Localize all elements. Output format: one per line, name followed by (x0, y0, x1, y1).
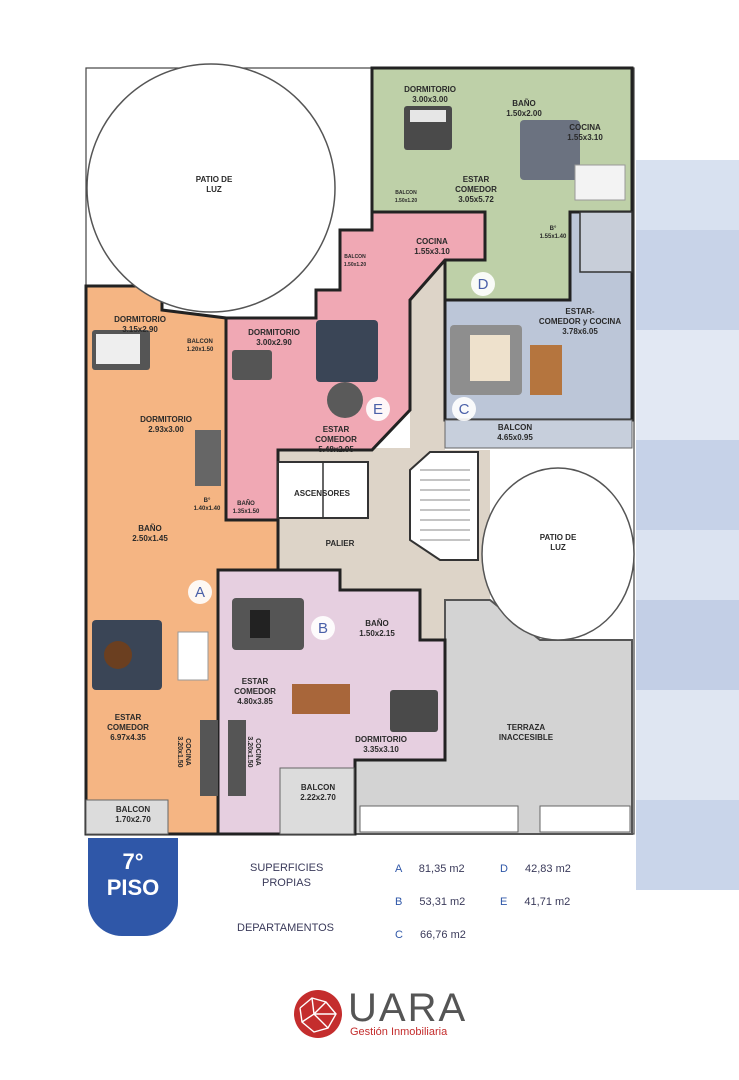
logo-subtitle: Gestión Inmobiliaria (350, 1026, 448, 1038)
floor-badge: 7° PISO (88, 838, 178, 936)
svg-text:B: B (318, 620, 328, 637)
unit-marker-c: C (452, 397, 476, 421)
svg-text:C: C (459, 401, 470, 418)
label-a-cocina: COCINA3.20x1.50 (176, 736, 191, 767)
unit-marker-b: B (311, 616, 335, 640)
legend-item-b: B 53,31 m2 (395, 896, 466, 908)
balcony-a-strip (85, 799, 169, 835)
label-ascensores: ASCENSORES (294, 489, 351, 498)
patio-circle-2 (481, 467, 635, 641)
svg-text:A: A (195, 584, 205, 601)
patio-circle-1 (86, 63, 336, 313)
floor-number: 7° (122, 849, 144, 874)
label-b-cocina: COCINA3.20x1.50 (246, 736, 261, 767)
logo-word: UARA (348, 986, 468, 1030)
floor-label: PISO (106, 875, 160, 900)
stairwell (409, 451, 479, 561)
uara-logo: UARA Gestión Inmobiliaria (292, 986, 465, 1042)
background-stripes (636, 0, 739, 1080)
legend-item-e: E 41,71 m2 (500, 896, 571, 908)
balcony-b-strip (279, 767, 355, 835)
furniture (92, 106, 626, 796)
unit-marker-e: E (366, 397, 390, 421)
legend-surface-title-2: PROPIAS (262, 877, 311, 889)
unit-c-balcony (444, 419, 633, 449)
legend-departments-title: DEPARTAMENTOS (237, 922, 334, 934)
legend-item-c: C 66,76 m2 (395, 929, 466, 941)
unit-marker-a: A (188, 580, 212, 604)
legend-item-a: A 81,35 m2 (395, 863, 465, 875)
stair-right (579, 211, 633, 273)
label-c-bano: B°1.55x1.40 (540, 226, 567, 240)
legend-surface-title-1: SUPERFICIES (250, 862, 324, 874)
label-palier: PALIER (326, 539, 355, 548)
unit-marker-d: D (471, 272, 495, 296)
logo-mark-icon (294, 990, 342, 1038)
svg-text:D: D (478, 276, 489, 293)
legend-item-d: D 42,83 m2 (500, 863, 571, 875)
label-a-bano-small: B°1.40x1.40 (194, 498, 221, 512)
svg-text:E: E (373, 401, 383, 418)
